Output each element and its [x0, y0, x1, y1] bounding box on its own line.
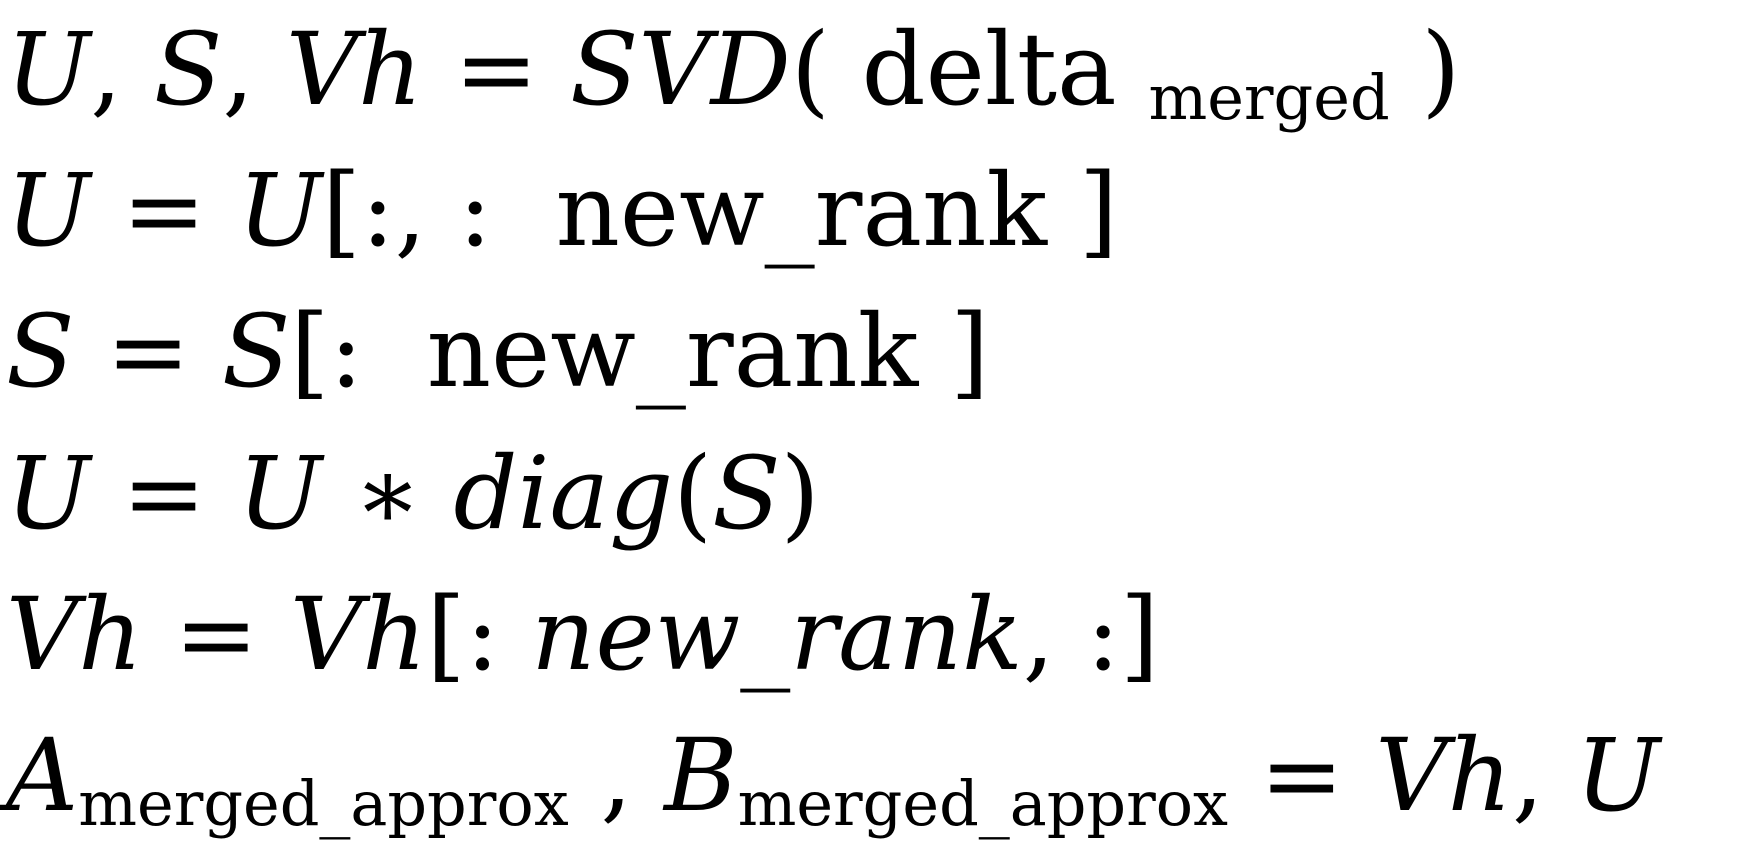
equation-segment: ( delta: [790, 11, 1149, 128]
equation-segment: new_rank: [531, 575, 1023, 693]
equation-segment: U: [1575, 716, 1660, 834]
equation-segment: =: [142, 575, 290, 693]
equation-line-6: Amerged_approx , Bmerged_approx = Vh, U: [6, 708, 1762, 846]
equation-segment: =: [422, 11, 570, 128]
equation-segment: merged_approx: [78, 766, 569, 840]
equation-line-1: U, S, Vh = SVD( delta merged ): [6, 2, 1762, 140]
equation-segment: U: [237, 434, 322, 552]
equation-line-3: S = S[: new_rank ]: [6, 284, 1762, 422]
equation-segment: [:: [426, 575, 532, 693]
equation-line-5: Vh = Vh[: new_rank, :]: [6, 567, 1762, 705]
equation-segment: U: [6, 434, 91, 552]
equation-segment: ,: [1512, 716, 1576, 834]
equation-segment: U: [6, 152, 91, 270]
equation-segment: U: [6, 11, 91, 128]
equation-segment: [:, : new_rank ]: [321, 152, 1118, 270]
equation-segment: S: [153, 11, 223, 128]
equation-segment: S: [221, 293, 291, 411]
equation-segment: Vh: [285, 11, 423, 128]
equation-segment: ): [1389, 11, 1461, 128]
equation-segment: S: [6, 293, 75, 411]
equation-segment: Vh: [6, 575, 143, 693]
equation-line-4: U = U ∗ diag(S): [6, 426, 1762, 564]
equation-line-2: U = U[:, : new_rank ]: [6, 143, 1762, 281]
equation-segment: =: [74, 293, 222, 411]
equation-segment: ,: [90, 11, 154, 128]
equation-segment: merged: [1148, 60, 1390, 134]
equation-segment: (: [673, 434, 713, 552]
equation-segment: Vh: [1375, 716, 1513, 834]
equation-segment: U: [237, 152, 322, 270]
equation-segment: ,: [568, 716, 665, 834]
equation-segment: =: [90, 434, 238, 552]
equation-segment: =: [1228, 716, 1376, 834]
equation-segment: SVD: [569, 11, 791, 128]
equation-segment: diag: [453, 434, 674, 552]
equation-segment: ∗: [321, 434, 454, 552]
equation-segment: merged_approx: [737, 766, 1229, 840]
equation-segment: A: [6, 716, 79, 834]
equation-segment: ,: [222, 11, 286, 128]
equation-segment: B: [664, 716, 738, 834]
equation-segment: =: [90, 152, 238, 270]
equation-segment: , :]: [1022, 575, 1160, 693]
equation-segment: Vh: [290, 575, 427, 693]
equation-segment: [: new_rank ]: [290, 293, 990, 411]
equation-segment: ): [780, 434, 820, 552]
equation-segment: S: [712, 434, 781, 552]
